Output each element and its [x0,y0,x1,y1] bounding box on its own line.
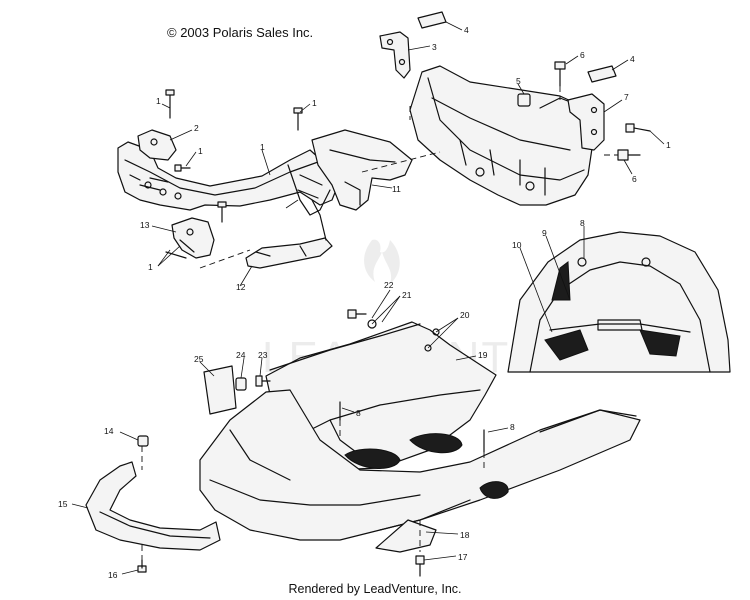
nut-24 [235,377,247,391]
callout-5: 5 [516,76,521,86]
bolt-17 [415,555,425,577]
callout-6: 6 [580,50,585,60]
callout-9: 9 [542,228,547,238]
pad-25 [203,365,237,415]
callout-1: 1 [260,142,265,152]
pad-18 [375,519,437,553]
bolts-left [165,89,303,259]
callout-4: 4 [464,25,469,35]
nose-cowl [199,389,641,541]
callout-1: 1 [198,146,203,156]
callout-3: 3 [432,42,437,52]
callout-8: 8 [356,408,361,418]
callout-1: 1 [148,262,153,272]
pad-4a [417,11,447,29]
bolt-1-right [625,123,651,133]
inset-hood-rear [507,231,731,373]
bracket-11 [311,129,413,211]
callout-6: 6 [632,174,637,184]
footer-credit: Rendered by LeadVenture, Inc. [288,582,462,596]
callout-8: 8 [510,422,515,432]
fasteners-20-22 [347,309,440,352]
bumper-15 [85,461,221,551]
callout-22: 22 [384,280,394,290]
callout-7: 7 [624,92,629,102]
callout-10: 10 [512,240,522,250]
callout-18: 18 [460,530,470,540]
callout-16: 16 [108,570,118,580]
bolt-23 [255,375,271,387]
callout-23: 23 [258,350,268,360]
callout-1: 1 [156,96,161,106]
callout-15: 15 [58,499,68,509]
bolt-6a [554,61,566,87]
callout-25: 25 [194,354,204,364]
assembly-lines [141,86,618,560]
callout-2: 2 [194,123,199,133]
bumper-12 [245,199,333,269]
copyright-notice: © 2003 Polaris Sales Inc. [167,25,314,40]
callout-13: 13 [140,220,150,230]
callout-19: 19 [478,350,488,360]
bracket-13 [171,217,215,259]
callout-20: 20 [460,310,470,320]
nut-14 [137,435,149,447]
bracket-7 [567,93,605,151]
callout-1: 1 [666,140,671,150]
bolt-6b [617,149,641,161]
callout-11: 11 [392,184,401,194]
callout-14: 14 [104,426,114,436]
callout-1: 1 [312,98,317,108]
leader-lines [71,21,665,575]
bolt-16 [137,559,147,573]
pad-4b [587,65,617,83]
hood-19 [265,321,497,471]
callout-17: 17 [458,552,468,562]
callout-labels: 1 2 1 1 1 11 13 1 12 3 4 4 6 5 7 1 6 8 9… [58,25,671,580]
nut-5 [517,93,531,107]
callout-4: 4 [630,54,635,64]
callout-21: 21 [402,290,412,300]
rear-frame [409,65,595,206]
bracket-2 [137,129,177,161]
front-frame [117,141,339,216]
callout-8: 8 [580,218,585,228]
callout-24: 24 [236,350,246,360]
callout-12: 12 [236,282,246,292]
bracket-3 [379,31,411,79]
